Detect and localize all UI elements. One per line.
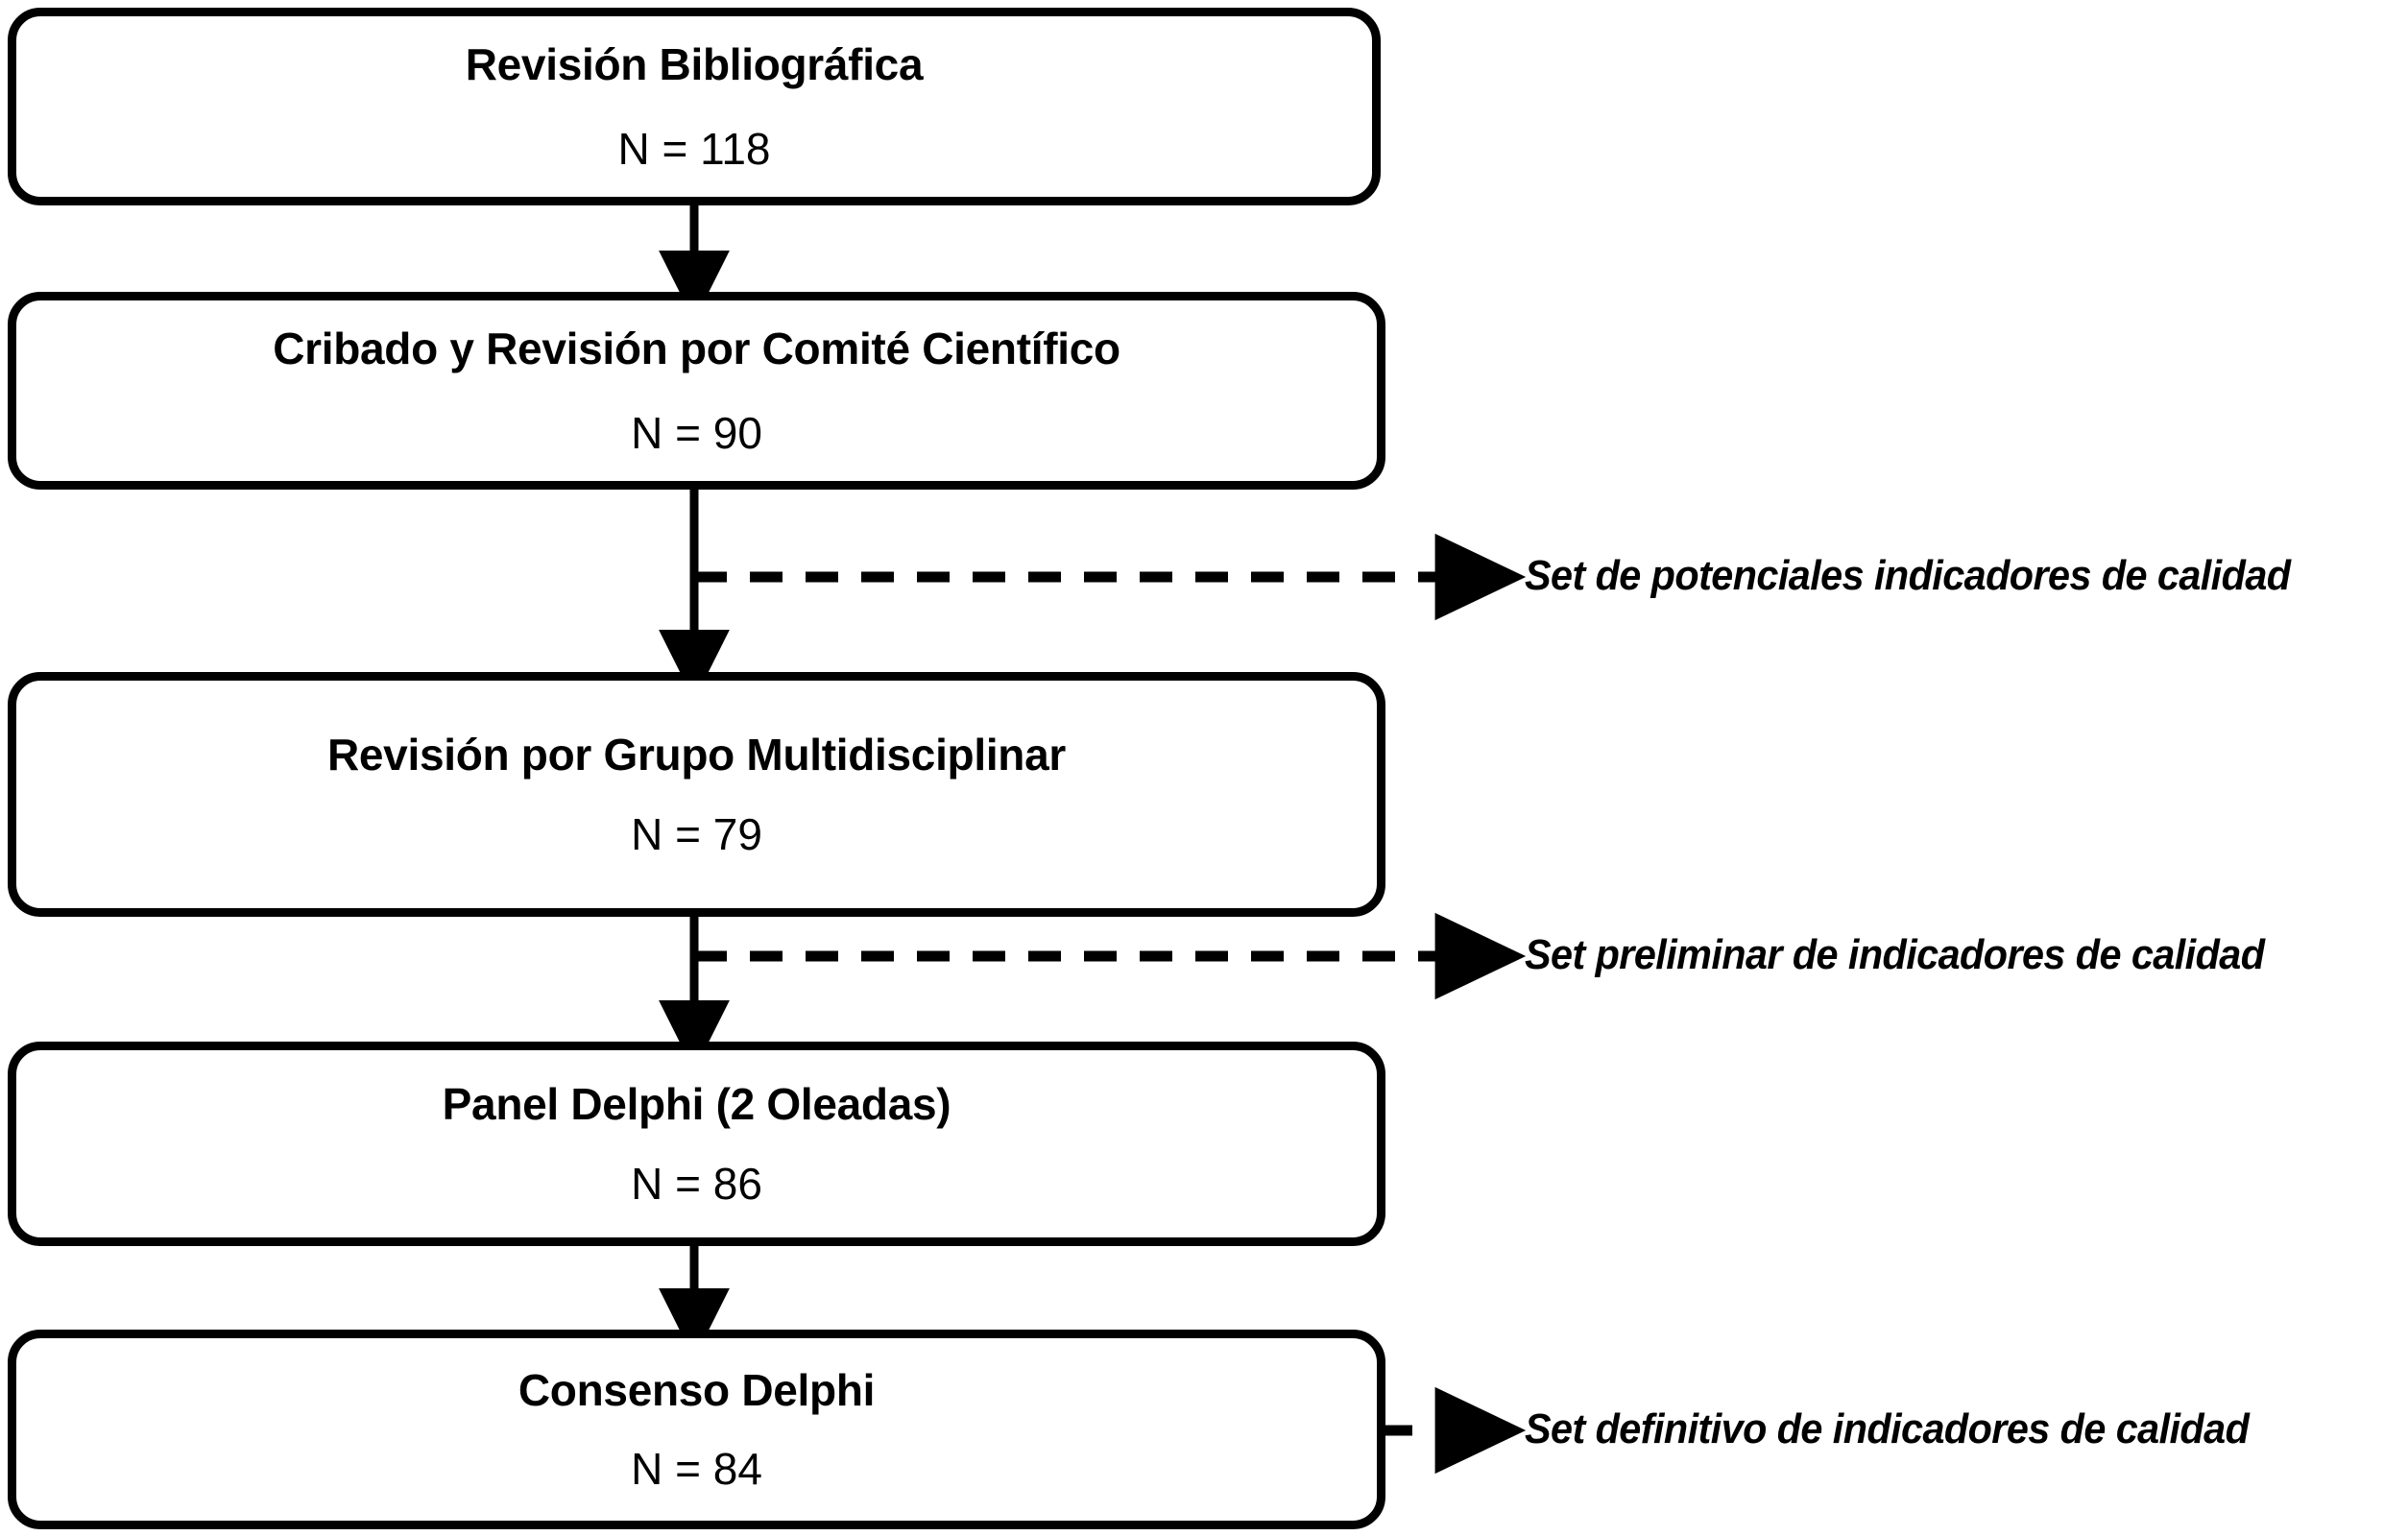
node-cribado-revision-comite[interactable]: Cribado y Revisión por Comité Científico… [8,292,1385,490]
node-title: Consenso Delphi [518,1364,876,1415]
node-revision-grupo-multidisciplinar[interactable]: Revisión por Grupo Multidisciplinar N = … [8,672,1385,917]
side-label-set-potenciales: Set de potenciales indicadores de calida… [1525,552,2291,599]
node-count: N = 90 [631,408,762,458]
side-label-set-definitivo: Set definitivo de indicadores de calidad [1525,1405,2250,1452]
side-label-set-preliminar: Set preliminar de indicadores de calidad [1525,931,2265,978]
node-count: N = 86 [631,1158,762,1209]
node-title: Revisión Bibliográfica [465,38,924,89]
node-title: Panel Delphi (2 Oleadas) [442,1079,951,1130]
node-consenso-delphi[interactable]: Consenso Delphi N = 84 [8,1330,1385,1529]
node-count: N = 84 [631,1444,762,1494]
node-count: N = 79 [631,808,762,859]
node-title: Cribado y Revisión por Comité Científico [273,323,1120,373]
node-title: Revisión por Grupo Multidisciplinar [326,730,1066,780]
node-panel-delphi[interactable]: Panel Delphi (2 Oleadas) N = 86 [8,1042,1385,1246]
node-count: N = 118 [617,124,771,174]
node-revision-bibliografica[interactable]: Revisión Bibliográfica N = 118 [8,8,1381,205]
